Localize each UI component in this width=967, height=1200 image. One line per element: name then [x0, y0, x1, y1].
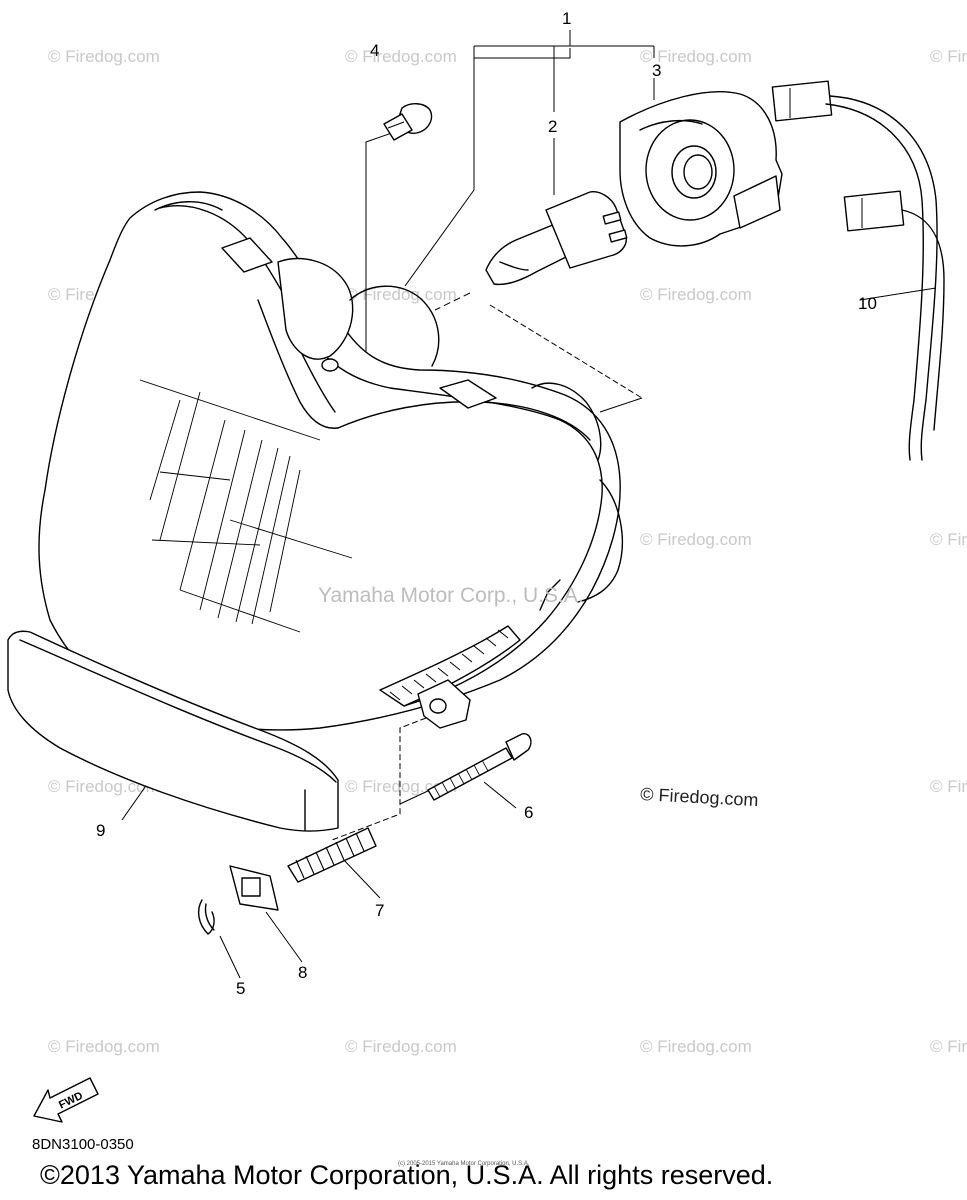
watermark-text: © Firedog.com	[345, 1037, 457, 1056]
callout-7: 7	[375, 901, 384, 920]
firedog-mark: © Firedog.com	[640, 784, 759, 810]
watermark-text: © Firedog.com	[640, 1037, 752, 1056]
small-copyright: (c) 2005-2015 Yamaha Motor Corporation, …	[398, 1161, 530, 1167]
headlight-housing	[38, 191, 623, 731]
cover-part-3	[619, 91, 783, 247]
callout-2: 2	[548, 117, 557, 136]
watermark-text: © Firedog.com	[640, 47, 752, 66]
callout-1: 1	[562, 9, 571, 28]
callout-5: 5	[236, 979, 245, 998]
watermark-text: © Firedog.com	[640, 530, 752, 549]
center-watermark: Yamaha Motor Corp., U.S.A.	[318, 584, 584, 607]
footer-copyright: ©2013 Yamaha Motor Corporation, U.S.A. A…	[40, 1160, 773, 1190]
callout-numbers: 1 2 3 4 5 6 7 8 9 10	[96, 9, 877, 998]
watermark-text: © Firedog.com	[345, 285, 457, 304]
watermark-text: © Firedog.com	[48, 47, 160, 66]
diagram-code: 8DN3100-0350	[32, 1136, 134, 1153]
watermark-text: © Firedog.com	[640, 285, 752, 304]
callout-4: 4	[370, 41, 379, 60]
watermark-text: © Firedog.com	[345, 47, 457, 66]
watermark-text: © Firedog.com	[48, 1037, 160, 1056]
watermark-text: © Firedog.com	[930, 47, 967, 66]
screw-part-6	[427, 733, 532, 801]
trim-strip-part-9	[7, 630, 339, 832]
bulb-part-2	[485, 191, 628, 286]
watermark-text: © Firedog.com	[930, 530, 967, 549]
spring-part-7	[287, 827, 377, 883]
callout-10: 10	[858, 294, 877, 313]
clip-part-4	[383, 103, 433, 141]
wire-harness-part-10	[771, 80, 945, 461]
fwd-arrow-icon: FWD	[33, 1077, 99, 1123]
nut-part-8	[229, 865, 279, 911]
callout-9: 9	[96, 821, 105, 840]
callout-8: 8	[298, 963, 307, 982]
callout-6: 6	[524, 803, 533, 822]
watermark-text: © Firedog.com	[930, 1037, 967, 1056]
pin-part-5	[197, 899, 215, 935]
callout-3: 3	[652, 61, 661, 80]
watermark-text: © Firedog.com	[930, 777, 967, 796]
